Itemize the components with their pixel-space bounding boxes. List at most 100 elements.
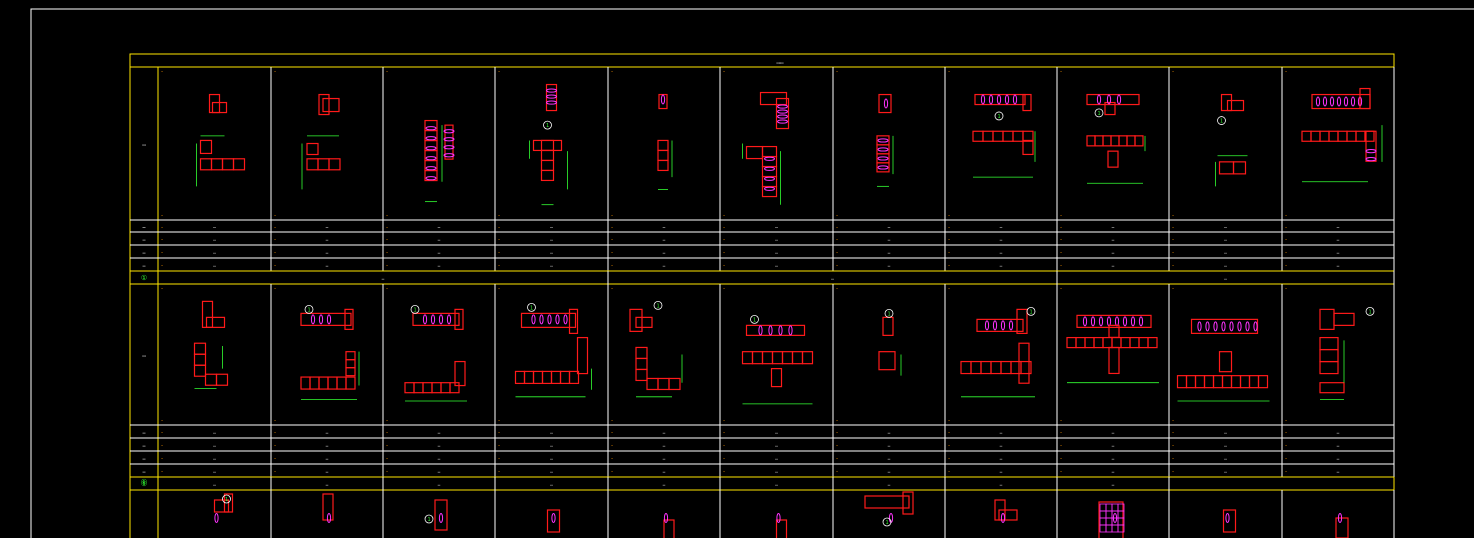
stirrup-mark xyxy=(778,325,783,336)
row-annotation: … xyxy=(611,430,613,434)
column-stirrup: … xyxy=(663,470,666,475)
stirrup-mark xyxy=(777,114,788,119)
stirrup-mark xyxy=(443,145,455,150)
concrete-section xyxy=(232,158,246,171)
column-elevation: … xyxy=(888,238,891,243)
concrete-section xyxy=(761,185,778,198)
concrete-section xyxy=(550,370,562,385)
column-id: … xyxy=(1224,225,1227,230)
row-annotation: … xyxy=(274,250,276,254)
column-elevation: … xyxy=(775,238,778,243)
detail-marker-icon xyxy=(1026,306,1036,316)
row-annotation: … xyxy=(723,430,725,434)
stirrup-mark xyxy=(1000,513,1006,523)
row-annotation: … xyxy=(836,225,838,229)
stirrup-grid xyxy=(1111,517,1119,526)
column-rebar: … xyxy=(1224,457,1227,462)
section-detail xyxy=(193,300,229,389)
cell-annotation: … xyxy=(611,286,613,290)
column-elevation: … xyxy=(550,444,553,449)
concrete-section xyxy=(751,351,764,365)
stirrup-mark xyxy=(438,314,444,325)
stirrup-mark xyxy=(877,138,889,143)
section-detail: 1 xyxy=(300,304,360,401)
marker-row-value: … xyxy=(831,277,834,282)
stirrup-mark xyxy=(980,94,986,105)
column-rebar: … xyxy=(888,457,891,462)
section-row-label: … xyxy=(142,352,146,359)
concrete-section xyxy=(791,351,804,365)
concrete-section xyxy=(434,499,448,531)
cell-annotation: … xyxy=(611,69,613,73)
stirrup-mark xyxy=(1122,316,1128,327)
row-annotation: … xyxy=(498,250,500,254)
row-annotation: … xyxy=(1060,263,1062,267)
stirrup-mark xyxy=(546,88,557,93)
section-detail xyxy=(657,93,673,190)
row-annotation: … xyxy=(836,263,838,267)
stirrup-mark xyxy=(318,314,324,325)
stirrup-mark xyxy=(877,165,889,170)
cell-annotation: … xyxy=(274,213,276,217)
concrete-section xyxy=(345,351,356,361)
concrete-section xyxy=(876,162,890,173)
stirrup-mark xyxy=(1004,94,1010,105)
column-id: … xyxy=(213,431,216,436)
concrete-section xyxy=(327,376,338,390)
concrete-section xyxy=(1257,375,1269,389)
concrete-section xyxy=(1319,360,1339,375)
row-annotation: … xyxy=(498,430,500,434)
concrete-section xyxy=(1102,336,1113,349)
detail-marker-icon xyxy=(750,314,759,324)
concrete-section xyxy=(646,377,659,391)
concrete-section xyxy=(1365,130,1377,162)
row-annotation: … xyxy=(948,469,950,473)
concrete-section xyxy=(972,130,984,142)
concrete-section xyxy=(1218,161,1235,175)
table-border xyxy=(129,53,1395,538)
concrete-section xyxy=(1098,501,1124,538)
concrete-section xyxy=(761,145,778,158)
stirrup-mark xyxy=(764,166,775,171)
concrete-section xyxy=(1086,135,1096,147)
concrete-section xyxy=(1230,375,1242,389)
cell-annotation: … xyxy=(1060,286,1062,290)
stirrup-mark xyxy=(1337,513,1343,523)
concrete-section xyxy=(1075,336,1086,349)
info-row-label: … xyxy=(142,224,145,230)
row-annotation: … xyxy=(274,237,276,241)
row-annotation: … xyxy=(161,263,163,267)
column-stirrup: … xyxy=(550,470,553,475)
row-annotation: … xyxy=(1172,456,1174,460)
row-annotation: … xyxy=(161,456,163,460)
stirrup-mark xyxy=(660,94,666,105)
stirrup-mark xyxy=(546,94,557,99)
cell-annotation: … xyxy=(948,418,950,422)
stirrup-mark xyxy=(776,513,781,523)
concrete-section xyxy=(328,158,341,171)
cell-annotation: … xyxy=(948,286,950,290)
stirrup-mark xyxy=(446,314,452,325)
concrete-section xyxy=(878,93,892,114)
cell-annotation: … xyxy=(161,418,163,422)
row-annotation: … xyxy=(498,443,500,447)
cell-annotation: … xyxy=(1285,213,1287,217)
concrete-section xyxy=(1093,336,1104,349)
concrete-section xyxy=(635,316,653,328)
column-id: … xyxy=(663,225,666,230)
column-rebar: … xyxy=(326,251,329,256)
cell-annotation: … xyxy=(948,213,950,217)
row-annotation: … xyxy=(948,456,950,460)
detail-marker-icon xyxy=(222,494,231,504)
stirrup-mark xyxy=(777,109,788,114)
column-elevation: … xyxy=(1000,444,1003,449)
row-annotation: … xyxy=(1172,225,1174,229)
concrete-section xyxy=(199,158,213,171)
marker-row-value: … xyxy=(1000,483,1003,488)
row-annotation: … xyxy=(723,469,725,473)
concrete-section xyxy=(657,159,669,172)
row-annotation: … xyxy=(836,469,838,473)
stirrup-mark xyxy=(777,104,788,109)
